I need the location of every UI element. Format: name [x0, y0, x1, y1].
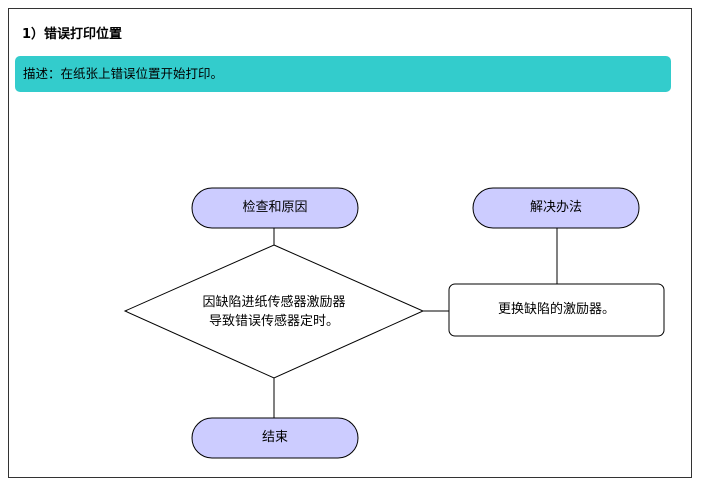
solution-node: [472, 187, 640, 229]
cause-line-2: 导致错误传感器定时。: [208, 314, 339, 329]
end-label: 结束: [261, 430, 288, 445]
cause-label: 因缺陷进纸传感器激励器 导致错误传感器定时。: [170, 293, 378, 331]
cause-line-1: 因缺陷进纸传感器激励器: [202, 295, 346, 310]
end-node: [191, 417, 359, 459]
fix-detail-label: 更换缺陷的激励器。: [497, 302, 615, 317]
section-title: 1）错误打印位置: [22, 27, 123, 42]
cause-decision-node: [123, 244, 425, 379]
description-banner: 描述：在纸张上错误位置开始打印。: [15, 56, 671, 92]
solution-label: 解决办法: [529, 200, 582, 215]
check-cause-node: [191, 187, 359, 229]
check-cause-label: 检查和原因: [242, 200, 308, 215]
fix-detail-node: [448, 283, 665, 337]
